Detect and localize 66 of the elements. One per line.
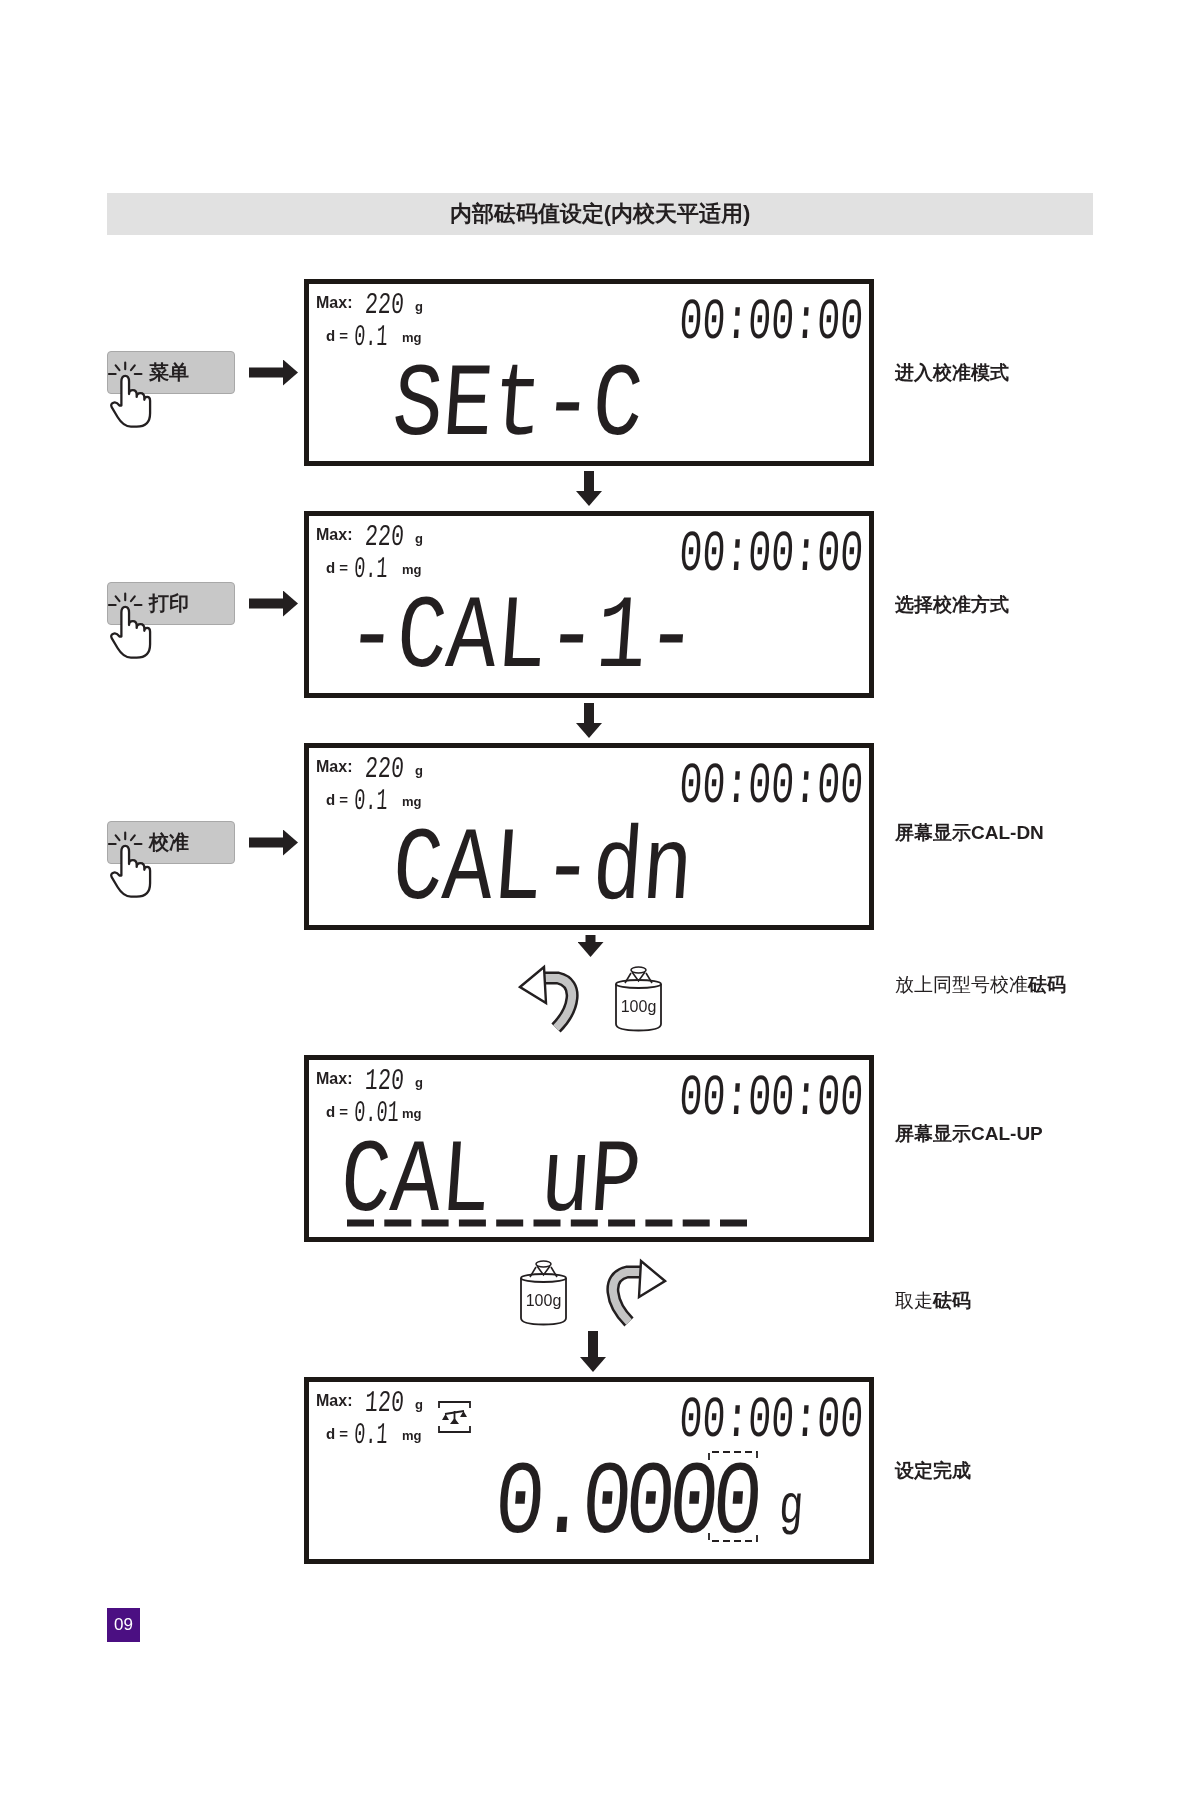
resolution-label: d = [326,792,349,807]
step-description: 取走砝码 [895,1289,971,1313]
resolution-label: d = [326,560,349,575]
title-bar: 内部砝码值设定(内校天平适用) [107,193,1093,235]
step-description: 设定完成 [895,1459,971,1483]
lcd-display [304,511,874,698]
step-description: 选择校准方式 [895,593,1009,617]
display-readout: 0.0000 [492,1460,760,1533]
display-readout: CAL uP [338,1138,644,1211]
arrow [576,703,602,738]
lcd-display [304,1377,874,1564]
unit-label: mg [402,1429,422,1442]
weight-label: 100g [619,998,658,1016]
clock-readout: 00:00:00 [677,1070,865,1128]
capacity-label: Max: [316,759,353,775]
unit-label: mg [402,795,422,808]
unit-label: mg [402,331,422,344]
resolution-label: d = [326,1426,349,1441]
arrow [580,1331,606,1372]
weight-label: 100g [524,1292,563,1310]
display-readout: SEt-C [390,362,646,435]
key-button: 打印 [107,582,235,625]
capacity-value: 220 [364,754,405,784]
step-description: 放上同型号校准砝码 [895,973,1066,997]
resolution-label: d = [326,328,349,343]
capacity-value: 220 [364,522,405,552]
arrow [577,935,604,957]
lcd-display [304,743,874,930]
clock-readout: 00:00:00 [677,294,865,352]
key-button: 校准 [107,821,235,864]
capacity-value: 120 [364,1066,405,1096]
capacity-value: 220 [364,290,405,320]
arrow [249,359,298,386]
resolution-value: 0.1 [353,786,389,816]
resolution-value: 0.1 [353,322,389,352]
resolution-value: 0.1 [353,1420,389,1450]
arrow [576,471,602,506]
clock-readout: 00:00:00 [677,758,865,816]
unit-label: g [415,300,423,313]
lcd-display [304,279,874,466]
arrow [249,590,298,617]
step-description: 进入校准模式 [895,361,1009,385]
unit-label: g [415,764,423,777]
clock-readout: 00:00:00 [677,1392,865,1450]
capacity-label: Max: [316,295,353,311]
display-readout: -CAL-1- [344,594,700,667]
resolution-label: d = [326,1104,349,1119]
clock-readout: 00:00:00 [677,526,865,584]
unit-label: g [415,1076,423,1089]
capacity-label: Max: [316,1393,353,1409]
capacity-label: Max: [316,527,353,543]
lcd-display [304,1055,874,1242]
key-button: 菜单 [107,351,235,394]
arrow [249,829,298,856]
step-description: 屏幕显示CAL-UP [895,1122,1043,1146]
unit-label: g [777,1480,806,1536]
capacity-label: Max: [316,1071,353,1087]
step-description: 屏幕显示CAL-DN [895,821,1044,845]
page-number: 09 [107,1608,140,1642]
unit-label: mg [402,563,422,576]
resolution-value: 0.01 [353,1098,400,1128]
unit-label: mg [402,1107,422,1120]
resolution-value: 0.1 [353,554,389,584]
unit-label: g [415,1398,423,1411]
unit-label: g [415,532,423,545]
capacity-value: 120 [364,1388,405,1418]
